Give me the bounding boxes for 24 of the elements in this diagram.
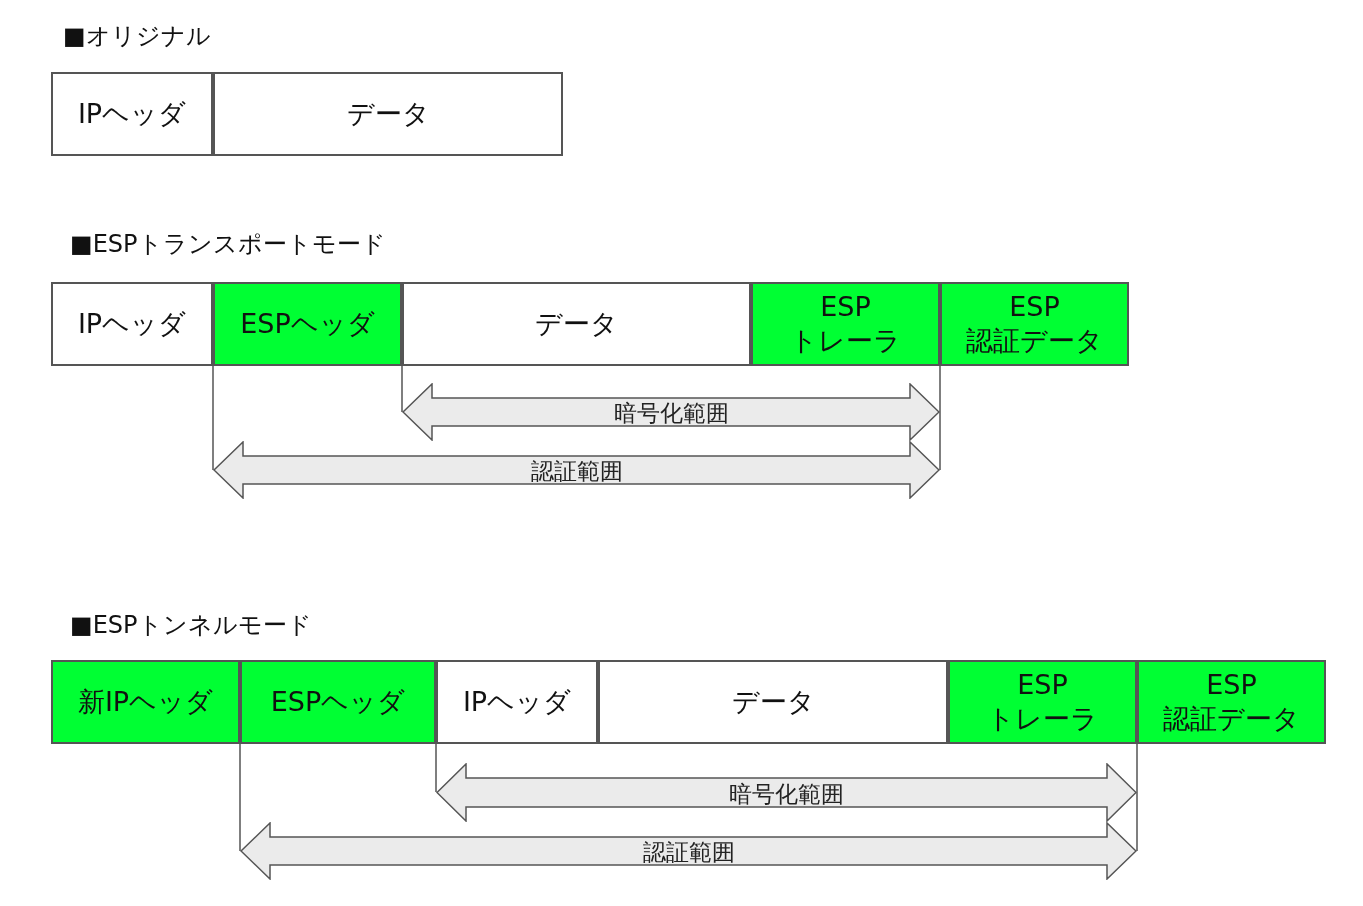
packet-field: ESPヘッダ	[240, 660, 436, 744]
range-label: 認証範囲	[641, 838, 736, 867]
packet-field: ESP トレーラ	[751, 282, 940, 366]
packet-field: IPヘッダ	[51, 72, 213, 156]
range-label: 暗号化範囲	[612, 399, 730, 428]
section-heading: ■ESPトンネルモード	[70, 610, 312, 641]
packet-field: データ	[213, 72, 563, 156]
range-marker	[402, 383, 940, 441]
packet-field: IPヘッダ	[436, 660, 598, 744]
range-marker	[213, 441, 940, 499]
packet-field: ESP 認証データ	[1137, 660, 1326, 744]
range-label: 暗号化範囲	[728, 779, 845, 809]
section-heading: ■ESPトランスポートモード	[70, 229, 386, 260]
packet-field: ESP 認証データ	[940, 282, 1129, 366]
packet-field: ESP トレーラ	[948, 660, 1137, 744]
section-heading: ■オリジナル	[63, 21, 211, 52]
packet-field: 新IPヘッダ	[51, 660, 240, 744]
packet-field: データ	[402, 282, 751, 366]
range-marker	[240, 822, 1137, 880]
packet-field: IPヘッダ	[51, 282, 213, 366]
range-marker	[436, 763, 1137, 822]
packet-field: ESPヘッダ	[213, 282, 402, 366]
range-label: 認証範囲	[529, 457, 624, 486]
packet-field: データ	[598, 660, 948, 744]
